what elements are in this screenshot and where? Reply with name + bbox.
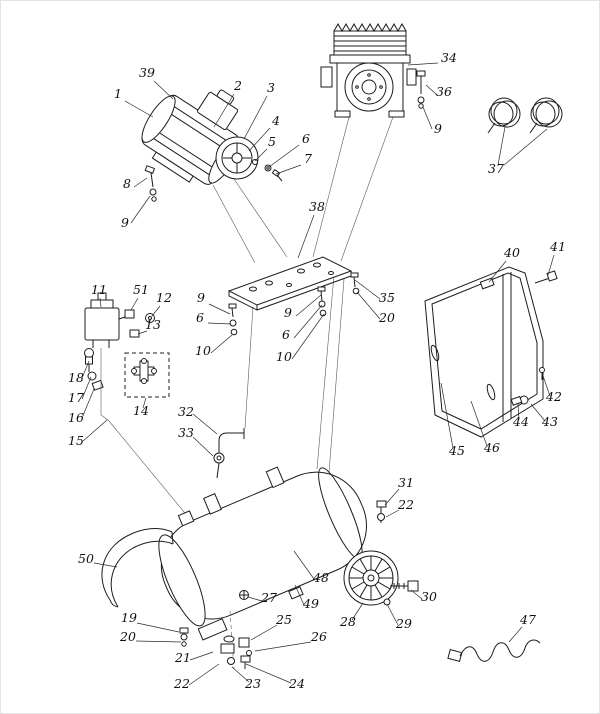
callout: 22 xyxy=(397,497,414,512)
outlet-pipe xyxy=(213,428,245,479)
callout: 30 xyxy=(421,589,437,604)
handle xyxy=(101,528,174,608)
belt-guard-panel xyxy=(424,266,544,438)
callout: 21 xyxy=(174,650,191,665)
pressure-switch xyxy=(84,292,155,348)
callout: 22 xyxy=(173,676,190,691)
callout: 32 xyxy=(178,404,194,419)
wheel xyxy=(343,550,419,606)
callout: 6 xyxy=(196,310,204,325)
callout: 36 xyxy=(436,84,452,99)
callout: 45 xyxy=(448,443,465,458)
callout: 12 xyxy=(156,290,172,305)
callout: 44 xyxy=(512,414,529,429)
callout: 50 xyxy=(78,551,94,566)
assembly-lines xyxy=(212,116,394,474)
callout: 20 xyxy=(119,629,136,644)
callout: 28 xyxy=(339,614,356,629)
callout: 8 xyxy=(123,176,131,191)
guard-clip xyxy=(479,277,495,290)
valve-assembly xyxy=(84,348,190,519)
base-plate xyxy=(227,256,353,311)
callout: 34 xyxy=(441,50,457,65)
callout: 25 xyxy=(275,612,292,627)
callout: 18 xyxy=(68,370,84,385)
fasteners xyxy=(144,70,558,647)
hose-coils xyxy=(487,97,563,134)
callout: 9 xyxy=(434,121,442,136)
callout: 2 xyxy=(233,78,242,93)
pulley xyxy=(215,136,283,182)
callout: 40 xyxy=(503,245,520,260)
callout: 11 xyxy=(91,282,107,297)
callout: 29 xyxy=(395,616,412,631)
callout: 49 xyxy=(302,596,319,611)
callout: 47 xyxy=(519,612,536,627)
callout: 14 xyxy=(133,403,149,418)
leader-lines xyxy=(81,62,555,686)
callout: 37 xyxy=(488,161,504,176)
pump-unit xyxy=(320,22,417,118)
callout: 3 xyxy=(267,80,275,95)
callout: 46 xyxy=(483,440,500,455)
callout: 24 xyxy=(288,676,305,691)
callout: 1 xyxy=(114,86,122,101)
callout: 9 xyxy=(121,215,129,230)
callout: 9 xyxy=(197,290,205,305)
callout: 17 xyxy=(68,390,84,405)
callout: 39 xyxy=(139,65,155,80)
callout: 33 xyxy=(178,425,194,440)
callout: 15 xyxy=(68,433,84,448)
power-cable xyxy=(447,639,541,662)
callout: 7 xyxy=(304,151,312,166)
callout: 19 xyxy=(121,610,137,625)
callout: 27 xyxy=(260,590,277,605)
callout: 51 xyxy=(133,282,149,297)
callout: 6 xyxy=(302,131,310,146)
electric-motor xyxy=(141,89,240,185)
callout: 13 xyxy=(145,317,161,332)
drain-assembly xyxy=(220,590,252,670)
callout: 35 xyxy=(379,290,395,305)
callout: 31 xyxy=(398,475,414,490)
callout: 26 xyxy=(310,629,327,644)
callout: 5 xyxy=(268,134,276,149)
tank-foot xyxy=(197,618,228,641)
callout: 4 xyxy=(271,113,280,128)
callout: 41 xyxy=(549,239,566,254)
callout: 10 xyxy=(195,343,211,358)
axle-bolt xyxy=(407,580,419,592)
callout: 43 xyxy=(541,414,558,429)
callout: 38 xyxy=(309,199,325,214)
callout: 23 xyxy=(244,676,261,691)
callout: 9 xyxy=(284,305,292,320)
callout: 6 xyxy=(282,327,290,342)
callout-labels: 39 1 2 3 4 5 6 7 8 9 34 36 9 37 38 40 41… xyxy=(68,50,566,691)
callout: 48 xyxy=(312,570,329,585)
callout: 42 xyxy=(545,389,562,404)
callout: 16 xyxy=(68,410,84,425)
callout: 20 xyxy=(378,310,395,325)
callout: 10 xyxy=(276,349,292,364)
